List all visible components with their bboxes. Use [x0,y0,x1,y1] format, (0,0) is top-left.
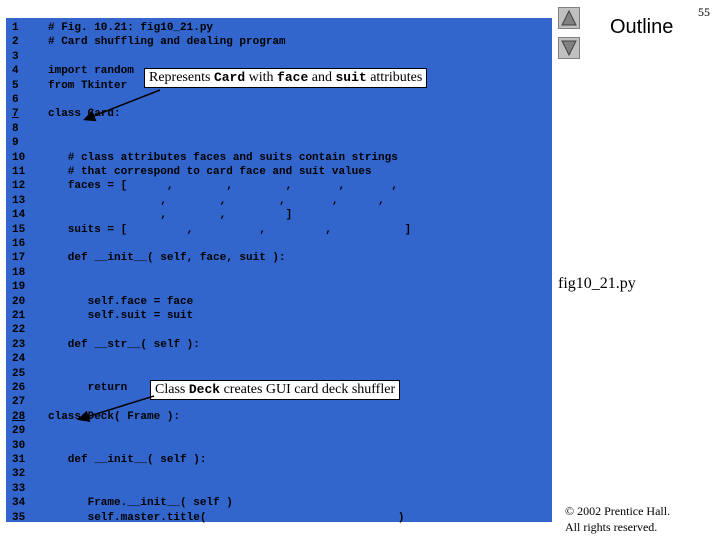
outline-title: Outline [610,16,674,38]
line-number: 25 [12,367,26,380]
callout-code: face [277,70,309,85]
line-number: 22 [12,324,26,337]
code-text: , , , , , [48,194,385,207]
line-number: 11 [12,166,26,178]
code-text: from Tkinter [48,79,128,92]
copyright-line: All rights reserved. [565,520,658,534]
line-number: 27 [12,396,26,409]
code-text: class Card: [48,108,121,121]
code-text: suits = [ , , , ] [48,223,412,236]
triangle-up-icon [561,10,577,26]
next-slide-button[interactable] [558,37,580,59]
line-number: 8 [12,122,19,135]
code-text: def __init__( self ): [48,454,207,466]
code-text: , , ] [48,209,293,222]
line-number: 35 [12,511,26,524]
line-number: 2 [12,36,19,49]
copyright-line: © 2002 Prentice Hall. [565,504,671,518]
line-number: 3 [12,50,19,63]
line-number: 24 [12,353,26,366]
code-text: class Deck( Frame ): [48,410,181,423]
callout-text: Represents [149,70,214,85]
callout-text: with [245,70,278,85]
line-number: 7 [12,108,19,121]
line-number: 28 [12,410,26,423]
line-number: 31 [12,454,26,466]
code-text: # that correspond to card face and suit … [48,166,372,178]
callout-text: and [308,70,336,85]
callout-deck-class: Class Deck creates GUI card deck shuffle… [150,380,401,400]
line-number: 18 [12,266,26,279]
code-text: # Card shuffling and dealing program [48,36,286,49]
code-text: Frame.__init__( self ) [48,497,233,510]
callout-text: Class [155,382,189,397]
previous-slide-button[interactable] [558,7,580,29]
callout-code: Deck [188,382,221,397]
code-text: self.master.title( ) [48,511,405,524]
line-number: 1 [12,22,19,34]
line-number: 19 [12,281,26,294]
code-text: import random [48,65,134,78]
callout-text: creates GUI card deck shuffler [220,382,396,397]
callout-text: attributes [366,70,423,85]
page-number: 55 [698,5,710,19]
line-number: 4 [12,65,19,78]
line-number: 16 [12,238,26,250]
code-text: # Fig. 10.21: fig10_21.py [48,22,214,34]
line-number: 6 [12,94,19,106]
code-text: self.face = face [48,295,194,308]
line-number: 21 [12,310,26,322]
callout-card-class: Represents Card with face and suit attri… [144,68,428,88]
line-number: 5 [12,79,19,92]
triangle-down-icon [561,40,577,56]
line-number: 30 [12,439,26,452]
code-text: faces = [ , , , , , [48,180,398,193]
line-number: 26 [12,382,26,394]
line-number: 9 [12,137,19,150]
code-panel: 1 # Fig. 10.21: fig10_21.py 2 # Card shuffl… [6,18,552,524]
line-number: 13 [12,194,26,207]
line-number: 14 [12,209,26,222]
code-text: return [48,382,128,394]
line-number: 15 [12,223,26,236]
code-text: # class attributes faces and suits conta… [48,151,398,164]
line-number: 23 [12,338,26,351]
code-text: def __init__( self, face, suit ): [48,252,286,265]
callout-code: suit [335,70,367,85]
callout-code: Card [213,70,246,85]
code-text: self.suit = suit [48,310,194,322]
line-number: 20 [12,295,26,308]
line-number: 10 [12,151,26,164]
source-filename: fig10_21.py [558,275,636,292]
line-number: 33 [12,482,26,495]
line-number: 32 [12,468,26,481]
line-number: 12 [12,180,26,193]
line-number: 34 [12,497,26,510]
line-number: 29 [12,425,26,438]
line-number: 17 [12,252,26,265]
copyright-notice: © 2002 Prentice Hall. All rights reserve… [565,503,670,535]
code-text: def __str__( self ): [48,338,200,351]
